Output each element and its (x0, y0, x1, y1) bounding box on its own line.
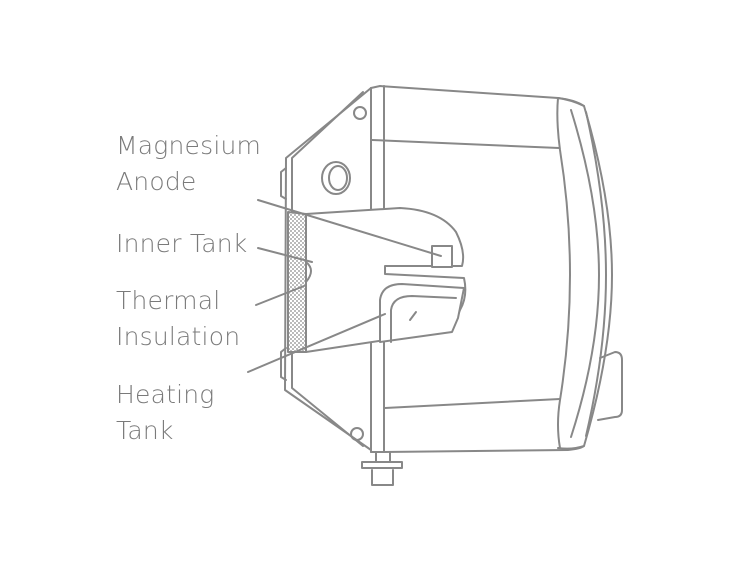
front-cover (556, 97, 623, 450)
callout-leader-lines (247, 199, 442, 373)
callout-inner-tank: Inner Tank (116, 229, 248, 258)
callout-magnesium-anode: Magnesium Anode (116, 131, 262, 196)
magnesium-anode-block (431, 245, 453, 268)
callout-thermal-insulation: Thermal Insulation (116, 286, 241, 351)
heating-element-housing (379, 283, 465, 343)
thermal-insulation-layer (287, 211, 307, 353)
callout-heating-tank: Heating Tank (116, 380, 215, 445)
inlet-port (321, 161, 351, 195)
